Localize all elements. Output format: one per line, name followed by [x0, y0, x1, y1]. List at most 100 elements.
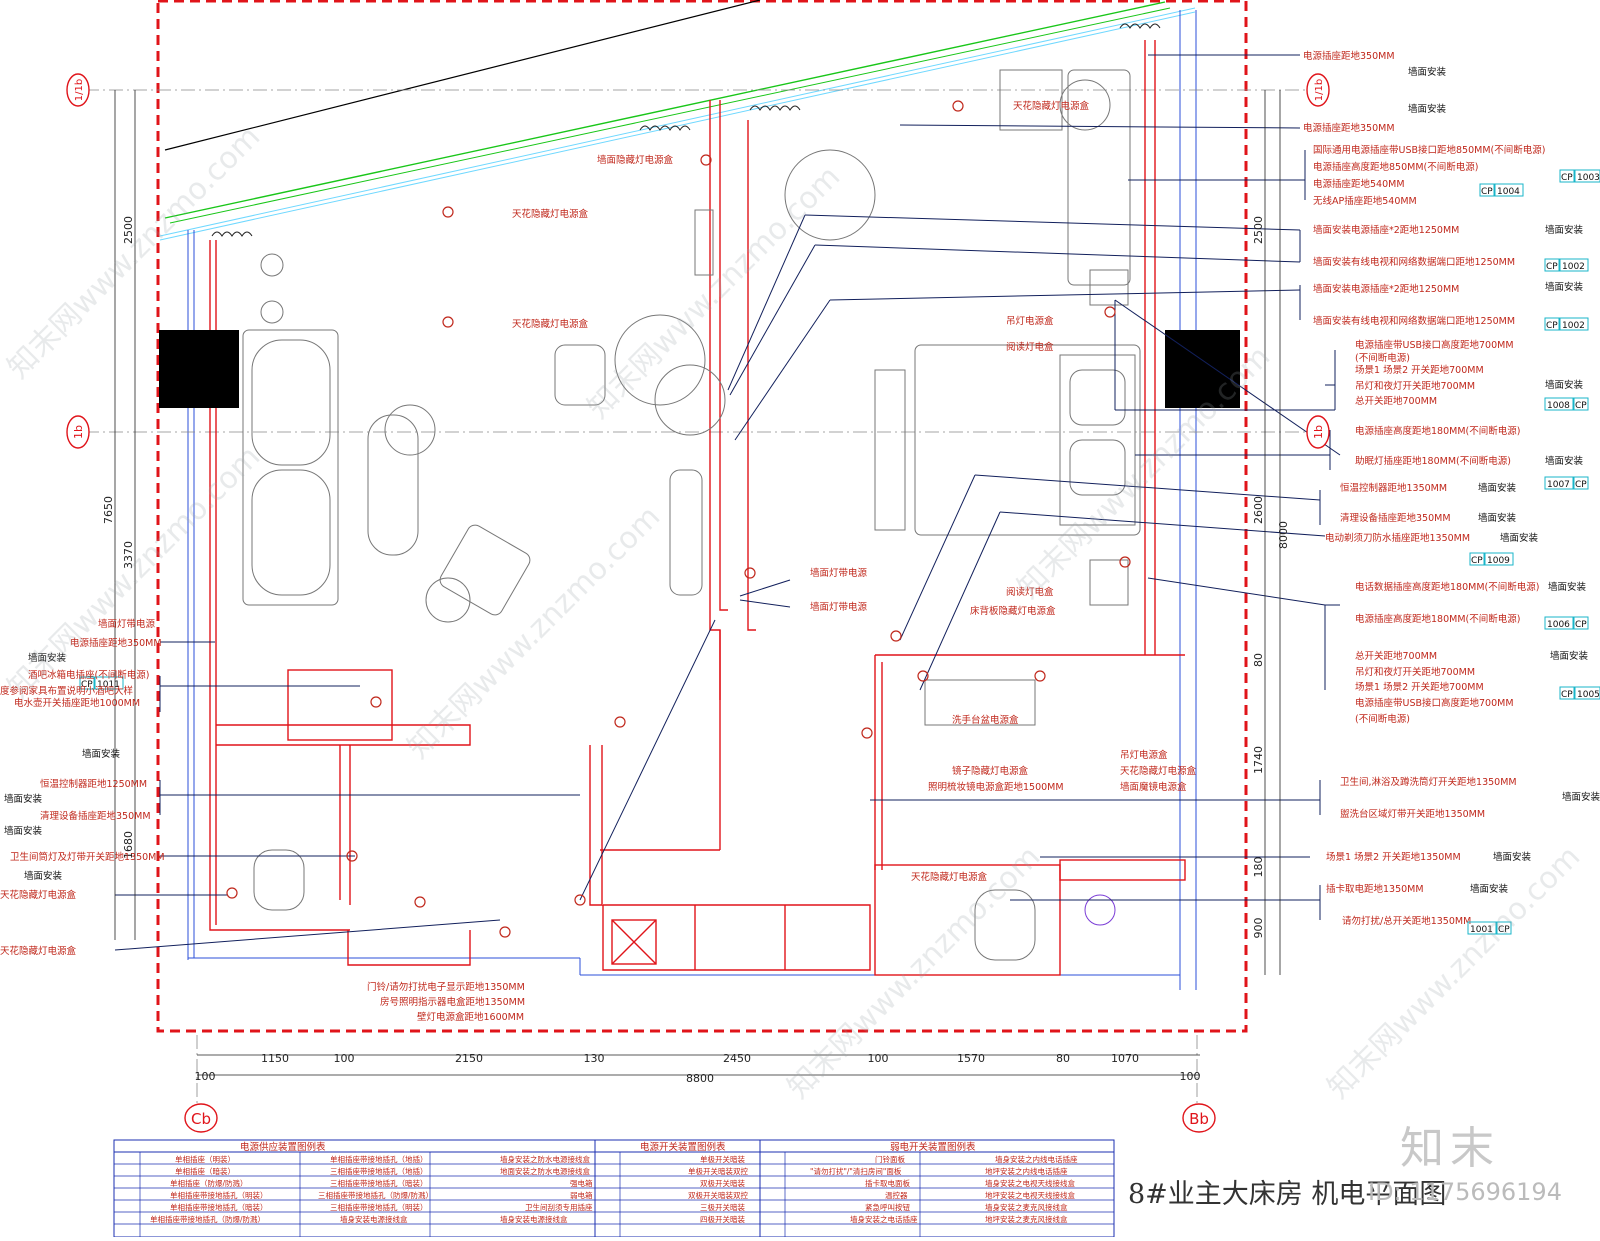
label-r18: 吊灯和夜灯开关距地700MM	[1355, 380, 1475, 392]
dim-b5: 130	[584, 1052, 605, 1065]
dim-b3: 100	[334, 1052, 355, 1065]
leader-lines	[114, 54, 1341, 951]
legend-c5-0: 门铃面板	[875, 1154, 905, 1164]
legend-c5-5: 墙身安装之电话插座	[850, 1214, 918, 1224]
structure-grid	[187, 10, 1197, 990]
dim-r7: 900	[1252, 918, 1265, 939]
label-r28: 电动剃须刀防水插座距地1350MM	[1325, 532, 1470, 544]
dim-r4: 80	[1252, 653, 1265, 667]
right-annotations: 电源插座距地350MM 墙面安装 墙面安装 电源插座距地350MM 国际通用电源…	[1303, 50, 1600, 927]
tag-3: CP	[1481, 187, 1493, 197]
label-r24: 恒温控制器距地1350MM	[1340, 482, 1447, 494]
legend-c6-1: 地坪安装之内线电话插座	[985, 1166, 1068, 1176]
dim-b11: 100	[1180, 1070, 1201, 1083]
axis-lines	[85, 89, 1320, 1115]
label-c10: 床背板隐藏灯电源盒	[970, 605, 1056, 617]
legend-c2-3: 三相插座带接地插孔（防爆/防溅）	[318, 1190, 433, 1200]
grid-axis-top-right: 1/1b	[1314, 79, 1325, 101]
tag-1: CP	[1561, 173, 1573, 183]
legend-c4-1: 单极开关暗装双控	[688, 1166, 748, 1176]
tag-12: CP	[1575, 480, 1587, 490]
label-r42: 场景1 场景2 开关距地1350MM	[1326, 851, 1461, 863]
label-w5: 度参阅家具布置说明小酒吧大样	[0, 685, 133, 697]
label-r16: (不间断电源)	[1355, 352, 1410, 364]
legend-c1-3: 单相插座带接地插孔（明装）	[170, 1190, 268, 1200]
label-r3: 墙面安装	[1408, 103, 1447, 115]
label-r17: 场景1 场景2 开关距地700MM	[1355, 364, 1484, 376]
legend-c3-2: 强电箱	[570, 1178, 593, 1188]
tag-18: 1005	[1577, 690, 1600, 700]
label-r35: 场景1 场景2 开关距地700MM	[1355, 681, 1484, 693]
grid-axis-mid-left: 1b	[72, 425, 85, 439]
label-w1: 墙面灯带电源	[98, 618, 156, 630]
plan-boundary	[156, 0, 1248, 1033]
label-c17: 天花隐藏灯电源盒	[911, 871, 988, 883]
label-r33: 总开关距地700MM	[1355, 650, 1437, 662]
tag-7: CP	[1546, 321, 1558, 331]
label-r10: 墙面安装电源插座*2距地1250MM	[1313, 224, 1459, 236]
grid-bubbles: 1/1b 1/1b 1b 1b Cb Bb	[66, 73, 1330, 1133]
label-r45: 墙面安装	[1470, 883, 1509, 895]
label-c1: 天花隐藏灯电源盒	[512, 208, 589, 220]
tag-21: CP	[81, 680, 93, 690]
dim-r2: 2600	[1252, 496, 1265, 524]
interior-annotations: 天花隐藏灯电源盒 墙面隐藏灯电源盒 天花隐藏灯电源盒 天花隐藏灯电源盒 吊灯电源…	[367, 100, 1197, 1023]
label-c18: 门铃/请勿打扰电子显示距地1350MM	[367, 981, 525, 993]
dims-right: 2500 2600 8000 80 1740 180 900	[1252, 216, 1290, 939]
tag-13: CP	[1471, 556, 1483, 566]
image-id-text: ID: 1175696194	[1368, 1178, 1562, 1206]
label-c2: 墙面隐藏灯电源盒	[597, 154, 674, 166]
label-w4: 酒吧冰箱电插座(不间断电源)	[28, 669, 149, 681]
label-r34: 吊灯和夜灯开关距地700MM	[1355, 666, 1475, 678]
legend-c6-5: 地坪安装之麦克风接线盒	[985, 1214, 1068, 1224]
watermark-4: 知末网www.znzmo.com	[401, 499, 667, 765]
label-c13: 照明梳妆镜电源盒距地1500MM	[928, 781, 1064, 793]
dims-left: 2500 7650 3370 1680	[102, 216, 135, 859]
label-r26: 清理设备插座距地350MM	[1340, 512, 1451, 524]
legend-c6-3: 地坪安装之电视天线接线盒	[985, 1190, 1075, 1200]
legend-c4-0: 单极开关暗装	[700, 1154, 745, 1164]
label-r15: 电源插座带USB接口高度距地700MM	[1355, 339, 1514, 351]
tag-16: CP	[1575, 620, 1587, 630]
legend-c2-0: 单相插座带接地插孔（地插）	[330, 1154, 428, 1164]
label-r13: 墙面安装电源插座*2距地1250MM	[1313, 283, 1459, 295]
dim-r6: 180	[1252, 857, 1265, 878]
label-r38: 墙面安装	[1550, 650, 1589, 662]
ac-units	[211, 23, 1161, 237]
furniture	[242, 69, 1141, 961]
tag-11: 1007	[1547, 480, 1570, 490]
label-r30: 电话数据插座高度距地180MM(不间断电源)	[1355, 581, 1539, 593]
label-r36: 电源插座带USB接口高度距地700MM	[1355, 697, 1514, 709]
label-r4: 电源插座距地350MM	[1303, 122, 1395, 134]
label-w7: 墙面安装	[82, 748, 121, 760]
legend-c6-0: 墙身安装之内线电话插座	[995, 1154, 1078, 1164]
dim-l2: 7650	[102, 496, 115, 524]
legend-c6-2: 墙身安装之电视天线接线盒	[985, 1178, 1075, 1188]
label-r25: 墙面安装	[1478, 482, 1517, 494]
legend-c3-4: 卫生间刮须专用插座	[525, 1202, 593, 1212]
label-r43: 墙面安装	[1493, 851, 1532, 863]
legend-c1-2: 单相插座（防爆/防溅）	[170, 1178, 248, 1188]
tag-20: CP	[1498, 925, 1510, 935]
dim-r5: 1740	[1252, 746, 1265, 774]
watermark-2: 知末网www.znzmo.com	[1, 439, 267, 705]
dim-b2: 1150	[261, 1052, 289, 1065]
label-r23: 墙面安装	[1545, 455, 1584, 467]
label-c9: 阅读灯电盒	[1006, 586, 1054, 598]
label-w6: 电水壶开关插座距地1000MM	[14, 697, 140, 709]
dimension-lines	[114, 90, 1281, 1076]
legend-c6-4: 墙身安装之麦克风接线盒	[985, 1202, 1068, 1212]
device-markers	[226, 100, 1131, 938]
dim-b9: 80	[1056, 1052, 1070, 1065]
dim-total: 8800	[686, 1072, 714, 1085]
brand-logo: 知末	[1400, 1123, 1500, 1174]
legend-c1-1: 单相插座（暗装）	[175, 1166, 235, 1176]
legend-header-1: 电源供应装置图例表	[240, 1141, 326, 1153]
facade-lines	[159, 0, 1196, 241]
dim-l1: 2500	[122, 216, 135, 244]
tag-6: 1002	[1562, 262, 1585, 272]
label-r9: 墙面安装	[1545, 224, 1584, 236]
label-r20: 墙面安装	[1545, 379, 1584, 391]
label-c5: 吊灯电源盒	[1006, 315, 1054, 327]
